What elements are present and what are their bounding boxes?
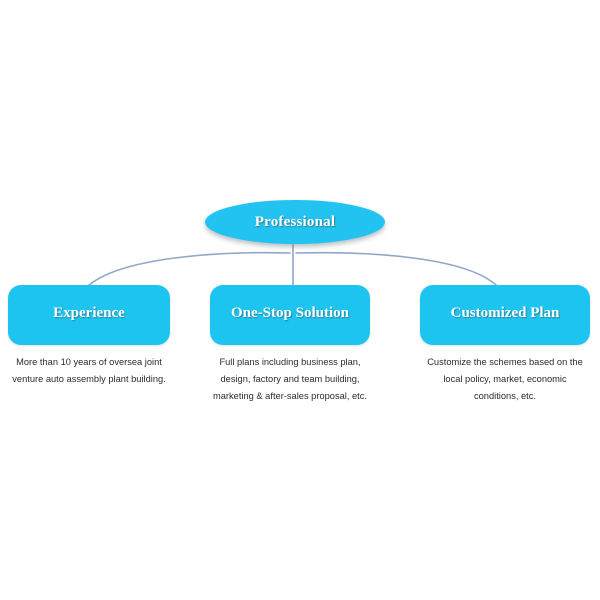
branch-node-experience[interactable]: Experience More than 10 years of oversea…: [8, 285, 170, 388]
branch-box[interactable]: Customized Plan: [420, 285, 590, 345]
branch-label: Customized Plan: [450, 304, 560, 321]
branch-caption: Full plans including business plan, desi…: [213, 357, 367, 401]
branch-node-one-stop-solution[interactable]: One-Stop Solution Full plans including b…: [210, 285, 370, 405]
branch-node-customized-plan[interactable]: Customized Plan Customize the schemes ba…: [420, 285, 590, 405]
connector-left: [87, 251, 291, 287]
branch-label: Experience: [53, 304, 125, 321]
branch-box[interactable]: Experience: [8, 285, 170, 345]
connector-right: [295, 251, 498, 287]
root-node-professional[interactable]: Professional: [205, 200, 385, 244]
branch-box[interactable]: One-Stop Solution: [210, 285, 370, 345]
branch-caption: More than 10 years of oversea joint vent…: [12, 357, 166, 384]
root-node-label: Professional: [254, 213, 336, 230]
branch-caption: Customize the schemes based on the local…: [427, 357, 583, 401]
branch-label: One-Stop Solution: [231, 304, 349, 321]
